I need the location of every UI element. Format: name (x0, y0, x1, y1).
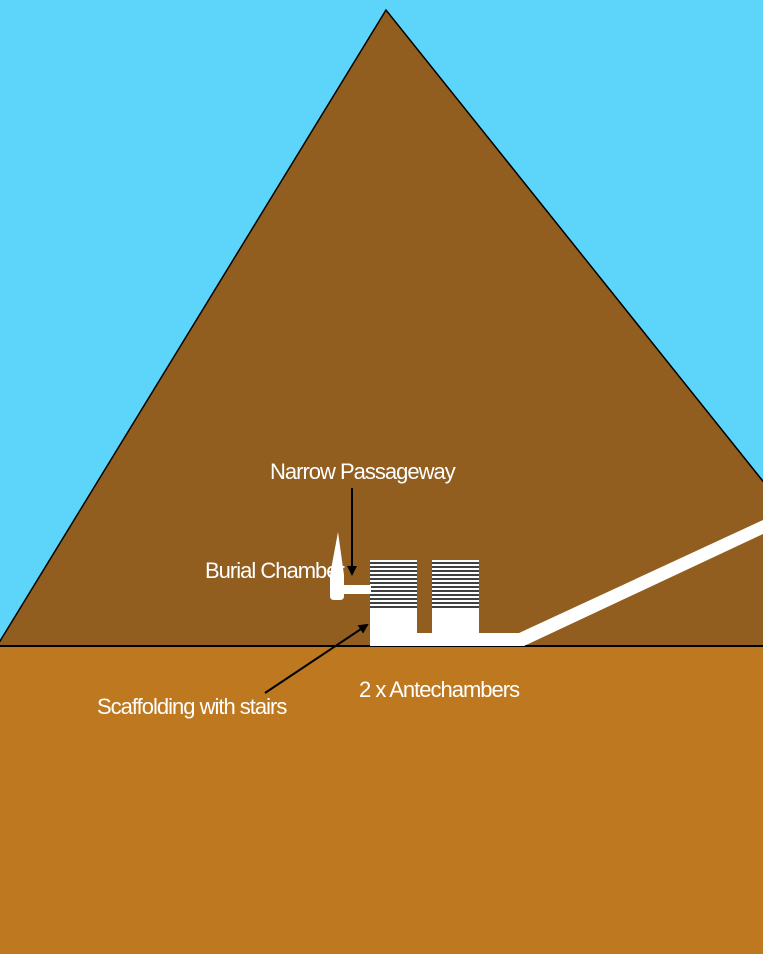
antechambers-label: 2 x Antechambers (359, 677, 520, 702)
scaffolding-label: Scaffolding with stairs (97, 694, 287, 719)
narrow-passageway (337, 585, 371, 594)
antechamber-1 (370, 560, 417, 646)
pyramid (0, 8, 763, 647)
narrow-passageway-label: Narrow Passageway (270, 459, 456, 484)
burial-chamber (330, 532, 344, 600)
entrance-tunnel (519, 520, 763, 646)
ground (0, 646, 763, 954)
antechamber-2 (432, 560, 479, 646)
stairs-2 (432, 562, 479, 608)
stairs-1 (370, 562, 417, 608)
scaffolding-arrow (264, 623, 369, 694)
burial-chamber-label: Burial Chamber (205, 558, 345, 583)
